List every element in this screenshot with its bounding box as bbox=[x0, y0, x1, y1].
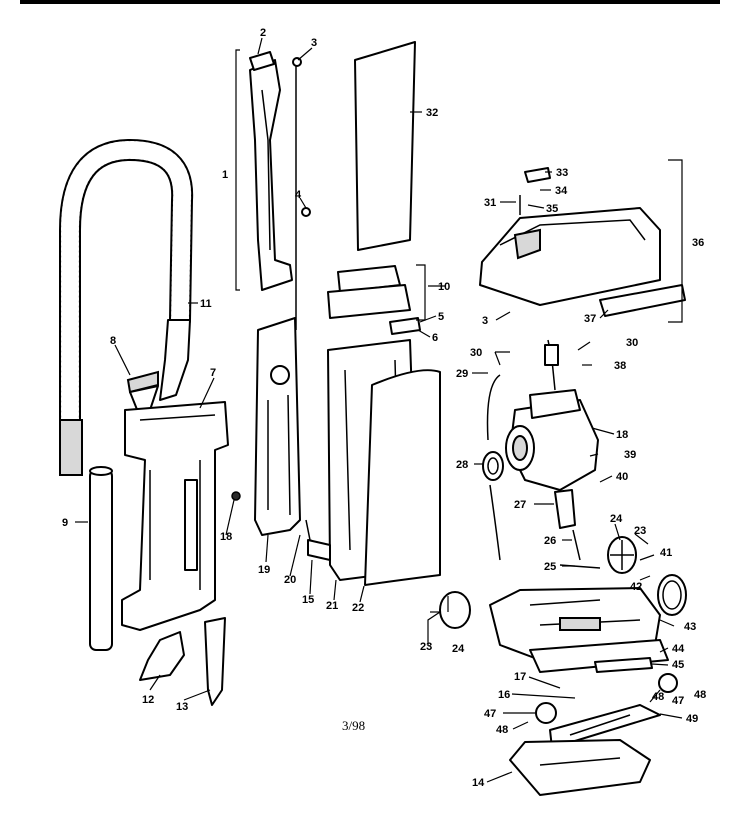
callout-36: 36 bbox=[692, 237, 704, 249]
base-part-43 bbox=[489, 587, 661, 661]
callout-49: 49 bbox=[686, 713, 698, 725]
callout-24-right: 24 bbox=[610, 513, 623, 525]
leader-lines bbox=[75, 37, 683, 783]
callout-47-left: 47 bbox=[484, 708, 496, 720]
callout-19: 19 bbox=[258, 564, 270, 576]
callout-24-left: 24 bbox=[452, 643, 465, 655]
callout-18-left: 18 bbox=[220, 531, 232, 543]
callout-48-mid: 48 bbox=[652, 691, 664, 703]
callout-4: 4 bbox=[295, 189, 302, 201]
callout-9: 9 bbox=[62, 517, 68, 529]
callout-30-right: 30 bbox=[626, 337, 638, 349]
bag-door-part-22 bbox=[364, 369, 441, 586]
hood-assembly-part-36 bbox=[479, 167, 686, 317]
callout-20: 20 bbox=[284, 574, 296, 586]
hose-part-11 bbox=[59, 138, 194, 476]
callout-5: 5 bbox=[438, 311, 444, 323]
crevice-tool-part-13 bbox=[204, 617, 226, 706]
callout-18-right: 18 bbox=[616, 429, 628, 441]
callout-41: 41 bbox=[660, 547, 672, 559]
callout-8: 8 bbox=[110, 335, 116, 347]
callout-47-right: 47 bbox=[672, 695, 684, 707]
callout-11: 11 bbox=[200, 298, 212, 310]
callout-21: 21 bbox=[326, 600, 338, 612]
callout-28: 28 bbox=[456, 459, 468, 471]
extension-wand-part-9 bbox=[89, 466, 113, 651]
callout-48-left: 48 bbox=[496, 724, 508, 736]
callout-26: 26 bbox=[544, 535, 556, 547]
callout-1: 1 bbox=[222, 169, 228, 181]
callout-7: 7 bbox=[210, 367, 216, 379]
end-cap-part-47-left bbox=[535, 702, 557, 724]
callout-30-left: 30 bbox=[470, 347, 482, 359]
callout-22: 22 bbox=[352, 602, 364, 614]
callout-37: 37 bbox=[584, 313, 596, 325]
end-cap-part-47-right bbox=[658, 673, 678, 693]
callout-42: 42 bbox=[630, 581, 642, 593]
callout-40: 40 bbox=[616, 471, 628, 483]
handle-assembly-part-1 bbox=[249, 51, 311, 330]
cord-clip-part-27 bbox=[554, 489, 576, 529]
top-edge-marks bbox=[20, 0, 720, 4]
callout-31: 31 bbox=[484, 197, 496, 209]
callout-29: 29 bbox=[456, 368, 468, 380]
upholstery-tool-part-12 bbox=[139, 631, 185, 681]
callout-32: 32 bbox=[426, 107, 438, 119]
dust-bag-part-32 bbox=[354, 41, 416, 251]
date-code: 3/98 bbox=[342, 718, 365, 733]
spring-part-26 bbox=[572, 529, 581, 561]
wheel-part-24-left bbox=[439, 591, 471, 629]
callout-23-right: 23 bbox=[634, 525, 646, 537]
wheel-part-24-right bbox=[607, 536, 637, 574]
ring-part-28 bbox=[482, 451, 504, 481]
callout-14: 14 bbox=[472, 777, 485, 789]
callout-13: 13 bbox=[176, 701, 188, 713]
filter-part-10 bbox=[327, 265, 411, 319]
dusting-brush-part-8 bbox=[126, 370, 159, 413]
callout-16: 16 bbox=[498, 689, 510, 701]
cord-part-15 bbox=[305, 519, 331, 561]
rear-body-part-7 bbox=[121, 401, 229, 631]
callout-12: 12 bbox=[142, 694, 154, 706]
callout-17: 17 bbox=[514, 671, 526, 683]
base-plate-part-44 bbox=[529, 639, 669, 673]
bottom-plate-part-14 bbox=[509, 739, 651, 796]
belt-part-41 bbox=[657, 574, 687, 616]
callout-labels: 2 3 1 4 32 11 8 7 9 10 5 6 18 19 20 15 2… bbox=[62, 27, 706, 789]
callout-38: 38 bbox=[614, 360, 626, 372]
callout-25: 25 bbox=[544, 561, 556, 573]
callout-15: 15 bbox=[302, 594, 314, 606]
callout-3-mid: 3 bbox=[482, 315, 488, 327]
housing-part-19 bbox=[231, 317, 301, 536]
callout-10: 10 bbox=[438, 281, 450, 293]
callout-6: 6 bbox=[432, 332, 438, 344]
callout-27: 27 bbox=[514, 499, 526, 511]
callout-43: 43 bbox=[684, 621, 696, 633]
callout-23-left: 23 bbox=[420, 641, 432, 653]
callout-45: 45 bbox=[672, 659, 684, 671]
motor-part-39 bbox=[505, 339, 599, 491]
callout-35: 35 bbox=[546, 203, 558, 215]
callout-34: 34 bbox=[555, 185, 568, 197]
callout-3-top: 3 bbox=[311, 37, 317, 49]
callout-44: 44 bbox=[672, 643, 685, 655]
callout-33: 33 bbox=[556, 167, 568, 179]
bracket-part-6 bbox=[389, 317, 421, 335]
callout-2: 2 bbox=[260, 27, 266, 39]
callout-48-right: 48 bbox=[694, 689, 706, 701]
callout-39: 39 bbox=[624, 449, 636, 461]
bumper-part-45 bbox=[594, 657, 653, 673]
belt-path bbox=[486, 374, 501, 561]
